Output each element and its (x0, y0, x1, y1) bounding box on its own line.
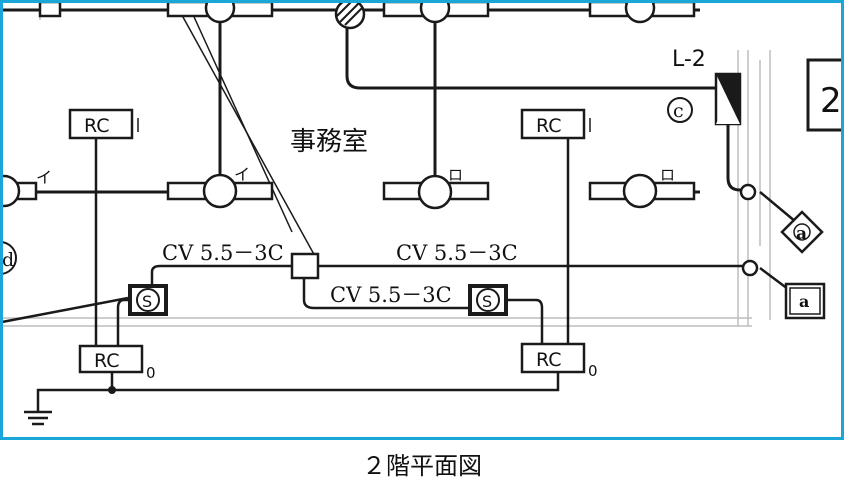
circuit-ro-label-right: ロ (660, 166, 675, 184)
svg-text:S: S (142, 292, 152, 311)
circuit-d-label: d (2, 249, 14, 271)
circuit-ro-label-center: ロ (448, 166, 463, 184)
cable-label-lower: CV 5.5－3C (330, 283, 452, 307)
top-wiring (2, 8, 748, 194)
svg-text:RC: RC (536, 349, 562, 371)
junction-box (290, 252, 320, 280)
rc-bottom-left: RC 0 (78, 344, 156, 382)
cable-label-top-right: CV 5.5－3C (396, 241, 518, 265)
floor-plan-diagram: L-2 2 c d イ イ ロ ロ 事務室 (0, 0, 844, 440)
svg-text:0: 0 (146, 364, 156, 382)
svg-text:S: S (482, 292, 492, 311)
svg-text:RC: RC (94, 350, 120, 372)
panel-label: L-2 (672, 47, 706, 72)
hatched-fixture (334, 0, 366, 30)
cable-label-top-left: CV 5.5－3C (162, 241, 284, 265)
sensor-right: S (468, 284, 508, 316)
svg-text:0: 0 (588, 362, 598, 380)
room-label: 事務室 (290, 127, 368, 157)
terminal-a-diamond: a (780, 210, 824, 254)
luminaire-row-middle (0, 173, 696, 210)
rc-bottom-right: RC 0 (520, 342, 598, 380)
rc-top-right: RC (520, 108, 591, 140)
panel-number-box: 2 (806, 58, 844, 132)
panel-number: 2 (820, 81, 842, 121)
cable-wiring (1, 138, 801, 412)
svg-text:a: a (796, 224, 807, 244)
svg-text:a: a (799, 292, 809, 311)
circuit-i-label-center: イ (234, 165, 250, 184)
building-grid (2, 8, 771, 327)
ground-symbol (24, 410, 52, 426)
circuit-i-label-left: イ (36, 168, 52, 187)
circuit-c-label: c (673, 100, 684, 122)
figure-caption: ２階平面図 (362, 452, 482, 480)
svg-text:RC: RC (84, 115, 110, 137)
luminaire-row-top (38, 0, 696, 24)
rc-top-left: RC (68, 108, 139, 140)
sensor-left: S (128, 284, 168, 316)
panel-l2: L-2 (672, 47, 742, 126)
svg-text:RC: RC (536, 115, 562, 137)
diagram-border (0, 0, 844, 440)
terminal-a-box: a (784, 282, 826, 320)
